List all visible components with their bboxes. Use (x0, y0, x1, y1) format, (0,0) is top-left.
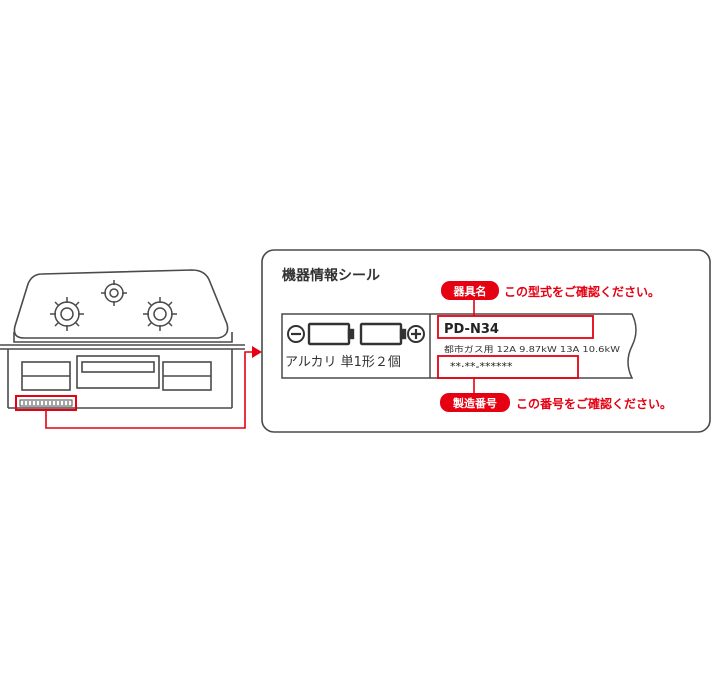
burner-right-icon (143, 297, 177, 331)
serial-value: **·**-****** (450, 360, 513, 373)
serial-callout-text: この番号をご確認ください。 (516, 396, 672, 411)
serial-tag-label: 製造番号 (452, 396, 497, 410)
model-tag (441, 281, 499, 300)
battery-label: アルカリ 単1形２個 (285, 354, 401, 370)
model-highlight-box (437, 315, 594, 339)
sticker-outline (281, 313, 637, 379)
serial-tag (440, 393, 510, 412)
info-panel (261, 249, 711, 433)
serial-highlight-box (437, 355, 579, 379)
arrow-icon (45, 346, 262, 429)
model-callout-text: この型式をご確認ください。 (504, 284, 660, 299)
battery-icon (307, 322, 407, 346)
stove-icon (0, 269, 245, 409)
plus-terminal-icon (407, 325, 425, 343)
burner-center-icon (101, 280, 127, 306)
model-tag-label: 器具名 (453, 284, 487, 298)
model-value: PD-N34 (444, 322, 499, 337)
burner-left-icon (50, 297, 84, 331)
panel-title: 機器情報シール (282, 267, 380, 284)
minus-terminal-icon (287, 325, 305, 343)
gas-spec: 都市ガス用 12A 9.87kW 13A 10.6kW (444, 344, 620, 354)
